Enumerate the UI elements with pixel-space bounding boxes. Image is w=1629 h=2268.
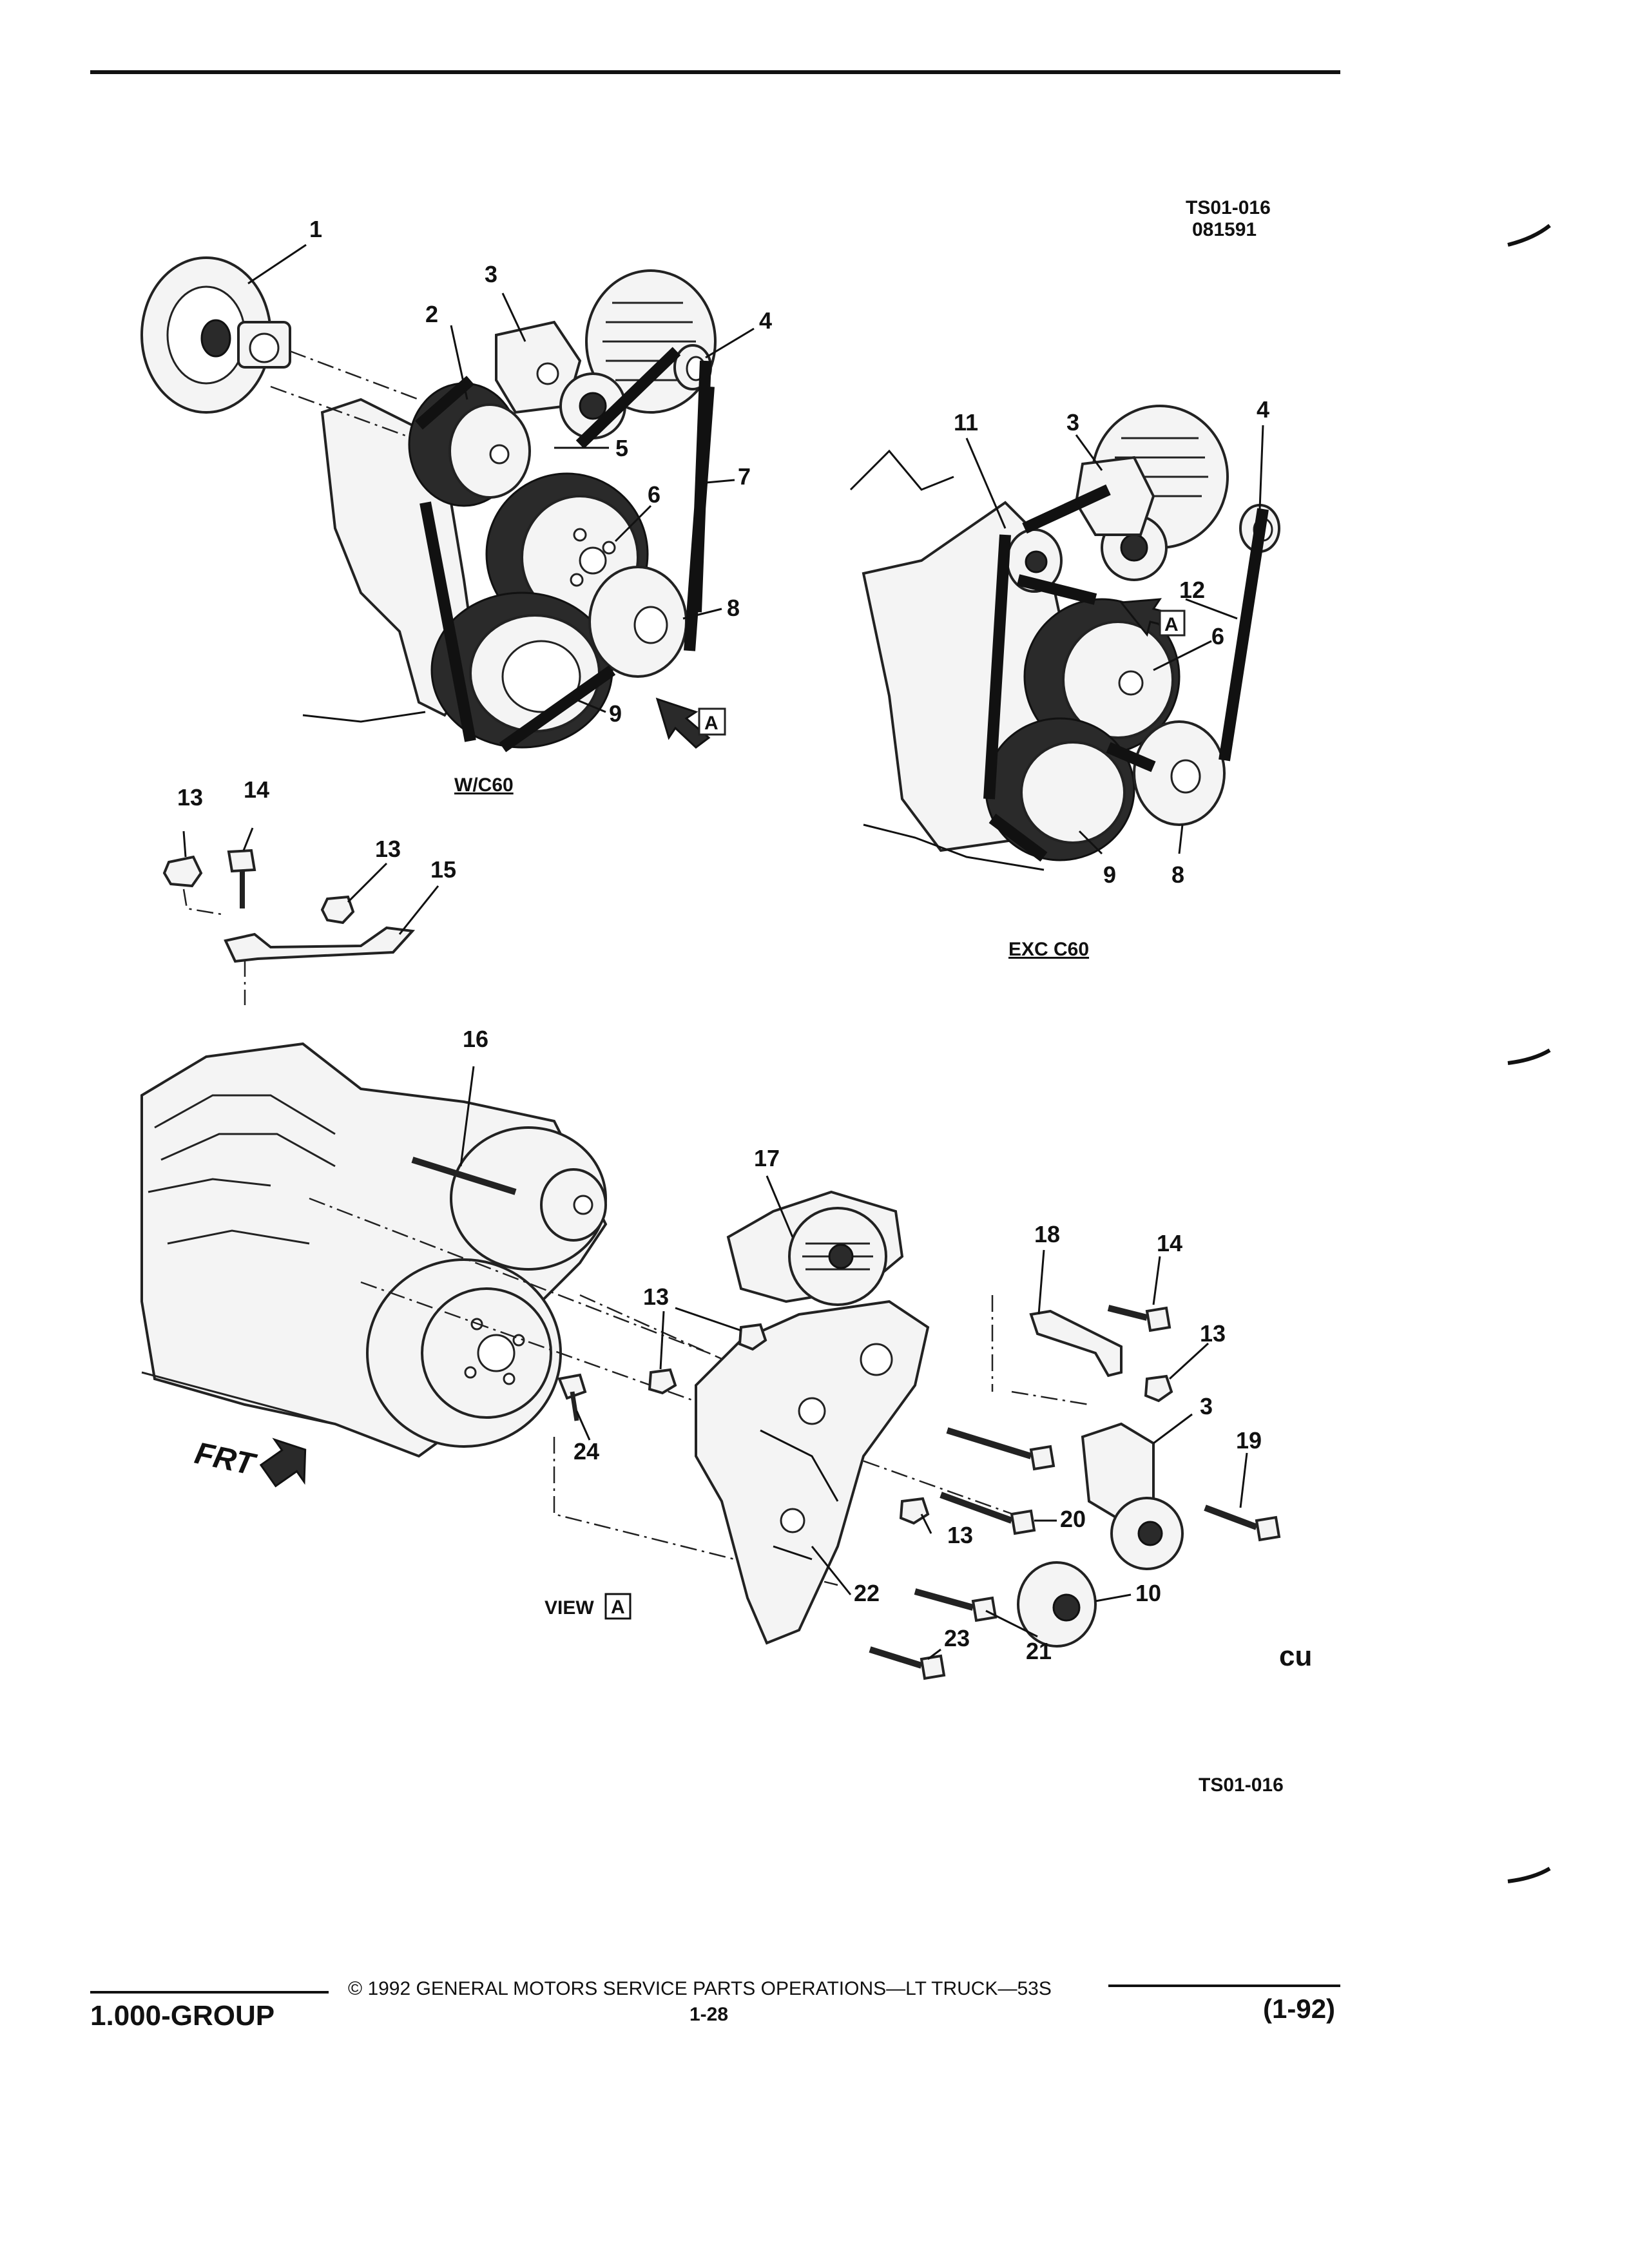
callout-13-a: 13: [177, 784, 203, 811]
bolt-24: [557, 1373, 587, 1400]
nut-13-b: [320, 895, 355, 925]
exc-c60-caption: EXC C60: [1008, 939, 1089, 960]
callout-13-e: 13: [947, 1522, 973, 1548]
bolt-21: [914, 1588, 974, 1611]
callout-18: 18: [1034, 1221, 1060, 1247]
w-c60-caption: W/C60: [454, 774, 514, 796]
front-arrow: [259, 1437, 307, 1488]
callout-12: 12: [1179, 577, 1205, 603]
brace-15: [224, 926, 416, 963]
callout-16: 16: [463, 1026, 488, 1052]
callout-14-a: 14: [244, 776, 269, 803]
nut-13-c: [738, 1323, 767, 1351]
w-c60-belt-layout: A: [140, 256, 726, 753]
binding-marks: [1507, 224, 1551, 1883]
figure-code: TS01-016: [1186, 197, 1271, 218]
callout-4: 4: [759, 307, 772, 334]
callout-4-exc: 4: [1257, 396, 1269, 423]
callout-7: 7: [738, 463, 751, 490]
date-code: 081591: [1192, 219, 1257, 240]
callout-13-c: 13: [643, 1283, 669, 1310]
exc-view-a-letter: A: [1164, 614, 1179, 635]
engine-front-exploded: FRT: [140, 1042, 608, 1488]
callout-23: 23: [944, 1625, 970, 1651]
exc-c60-belt-layout: A: [849, 405, 1280, 871]
bolt-14-a: [227, 849, 256, 873]
callout-5: 5: [615, 435, 628, 461]
footer-date: (1-92): [1263, 1994, 1336, 2024]
callout-3: 3: [485, 261, 497, 287]
callout-13-d: 13: [1200, 1320, 1226, 1347]
callout-24: 24: [574, 1438, 599, 1465]
svg-text:A: A: [611, 1597, 625, 1618]
callout-1: 1: [309, 216, 322, 242]
callout-2: 2: [425, 301, 438, 327]
drive-belt-12: [983, 484, 1269, 862]
callout-10: 10: [1135, 1580, 1161, 1606]
bolt-20-b: [940, 1492, 1013, 1524]
rod-18: [1029, 1309, 1123, 1378]
callout-8-exc: 8: [1171, 861, 1184, 888]
footer-page-number: 1-28: [689, 2004, 729, 2025]
callout-3-lower: 3: [1200, 1393, 1213, 1419]
callout-11: 11: [954, 409, 978, 436]
callout-8: 8: [727, 595, 740, 621]
nut-13-f: [1144, 1374, 1173, 1403]
callout-6: 6: [648, 481, 660, 508]
callout-3-exc: 3: [1066, 409, 1079, 436]
callout-6-exc: 6: [1211, 623, 1224, 649]
callout-9-exc: 9: [1103, 861, 1116, 888]
footer-group: 1.000-GROUP: [90, 2000, 275, 2032]
svg-text:VIEW: VIEW: [545, 1597, 594, 1619]
footer-copyright: © 1992 GENERAL MOTORS SERVICE PARTS OPER…: [348, 1978, 1052, 1999]
callout-9: 9: [609, 700, 622, 727]
bolt-23: [869, 1646, 923, 1669]
nut-13-e: [899, 1497, 930, 1525]
bolt-14-b: [1107, 1305, 1148, 1321]
view-a-caption: VIEW A: [545, 1593, 631, 1620]
callout-17: 17: [754, 1145, 780, 1171]
accessory-bracket-22: [695, 1300, 930, 1645]
view-a-arrow: [655, 697, 711, 749]
brace-assembly: [162, 849, 416, 1005]
nut-13-d: [648, 1368, 677, 1395]
bolt-19: [1204, 1504, 1258, 1530]
callout-21: 21: [1026, 1638, 1052, 1664]
front-indicator: FRT: [192, 1436, 260, 1483]
stud-16: [411, 1157, 517, 1195]
callout-15: 15: [430, 856, 456, 883]
callout-13-b: 13: [375, 836, 401, 862]
callout-numbers: 1 2 3 4 5 6 7 8 9 11 3 4 12 6 9 8 13 14 …: [177, 216, 1269, 1664]
bolt-20-a: [946, 1427, 1032, 1459]
callout-19: 19: [1236, 1427, 1262, 1454]
callout-20: 20: [1060, 1506, 1086, 1532]
callout-22: 22: [854, 1580, 880, 1606]
accessory-bracket-group: cu: [648, 1190, 1312, 1680]
callout-leaders: [182, 244, 1264, 1660]
nut-13-a: [162, 855, 203, 888]
view-a-arrow-letter: A: [704, 713, 718, 734]
figure-code-bottom: TS01-016: [1199, 1774, 1284, 1796]
drive-belt-7: [415, 347, 715, 753]
gm-logo-mark: cu: [1279, 1640, 1312, 1672]
callout-14-b: 14: [1157, 1230, 1182, 1256]
